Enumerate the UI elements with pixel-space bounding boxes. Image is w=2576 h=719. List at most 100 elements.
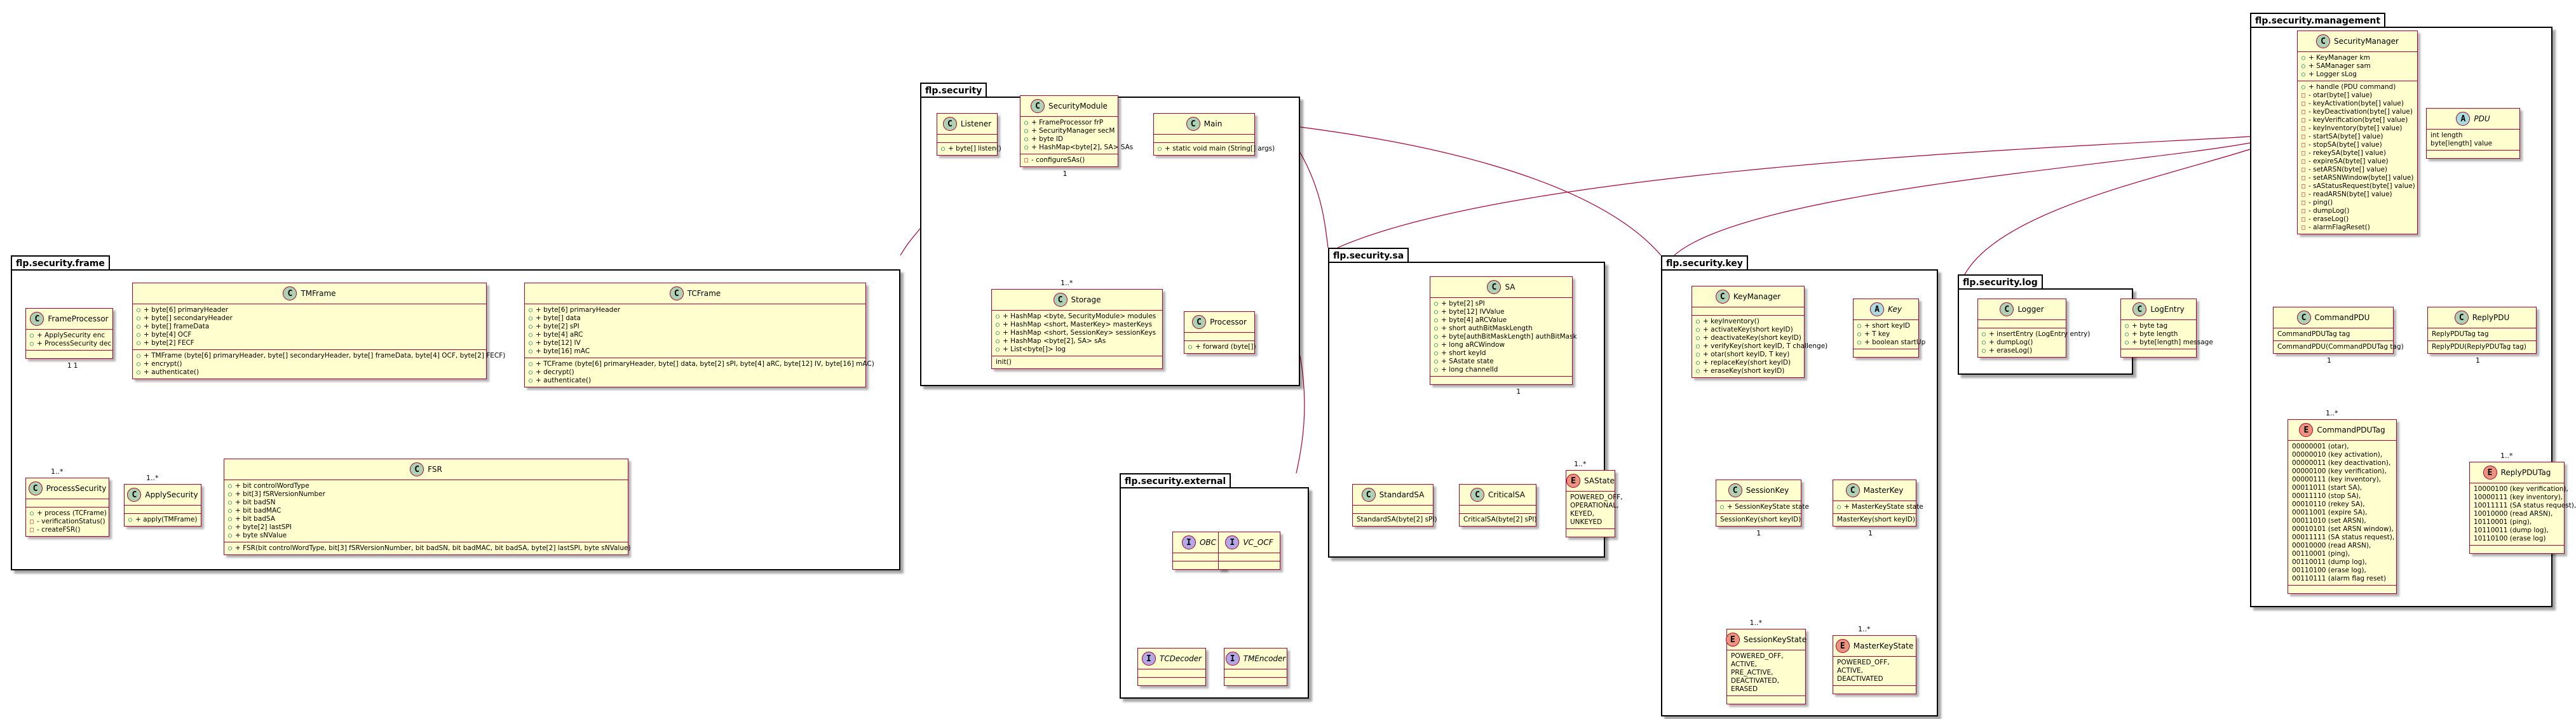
field-text: + HashMap <short, MasterKey> masterKeys bbox=[1003, 321, 1153, 328]
class-name: TCFrame bbox=[687, 289, 721, 298]
enum-value-text: 10000100 (key verification), bbox=[2474, 485, 2568, 493]
method-text: + deactivateKey(short keyID) bbox=[1703, 334, 1801, 342]
method-text: + insertEntry (LogEntry entry) bbox=[1989, 330, 2091, 338]
enum-value-text: 00011110 (stop SA), bbox=[2292, 492, 2361, 500]
field-section bbox=[125, 506, 201, 514]
interface-icon: I bbox=[1141, 652, 1156, 666]
method-section: ○+ TMFrame (byte[6] primaryHeader, byte[… bbox=[133, 350, 505, 379]
package-sa-title: flp.security.sa bbox=[1328, 248, 1409, 262]
method-section bbox=[1430, 377, 1572, 384]
method-text: - sAStatusRequest(byte[] value) bbox=[2308, 182, 2415, 190]
class-name: MasterKey bbox=[1863, 486, 1904, 495]
enum-value-text: PRE_ACTIVE, bbox=[1731, 669, 1773, 676]
field-section bbox=[1219, 553, 1280, 561]
visibility-icon: ○ bbox=[1024, 128, 1029, 135]
class-name: Key bbox=[1888, 305, 1902, 314]
method: CommandPDU(CommandPDUTag tag) bbox=[2277, 343, 2404, 351]
enum-value-text: 00000010 (key activation), bbox=[2292, 451, 2383, 459]
method: □- readARSN(byte[] value) bbox=[2301, 191, 2413, 199]
method: ○+ verifyKey(short keyID, T challenge) bbox=[1696, 342, 1827, 351]
method: □- eraseLog() bbox=[2301, 215, 2413, 224]
enum-value-text: KEYED, bbox=[1570, 510, 1594, 518]
enum-value-text: 00011111 (SA status request), bbox=[2292, 534, 2395, 541]
field: ○+ byte[16] mAC bbox=[529, 347, 862, 356]
enum-value: 10010000 (read ARSN), bbox=[2474, 510, 2560, 518]
field-text: + short keyId bbox=[1441, 349, 1486, 357]
visibility-icon: ○ bbox=[1434, 342, 1439, 349]
field: ○+ byte[2] lastSPI bbox=[228, 523, 624, 532]
visibility-icon: ○ bbox=[2301, 84, 2306, 91]
class-icon: C bbox=[1845, 483, 1860, 497]
class-name: SessionKeyState bbox=[1743, 635, 1807, 644]
method-section bbox=[2121, 349, 2196, 357]
visibility-icon: ○ bbox=[1720, 504, 1725, 511]
method-text: - keyDeactivation(byte[] value) bbox=[2308, 108, 2413, 116]
method: StandardSA(byte[2] sPI) bbox=[1357, 516, 1437, 524]
field-text: + byte[4] aRCValue bbox=[1441, 316, 1507, 324]
visibility-icon: ○ bbox=[1857, 323, 1862, 330]
visibility-icon: ○ bbox=[1434, 317, 1439, 324]
field-text: CommandPDUTag tag bbox=[2277, 330, 2350, 338]
visibility-icon: ○ bbox=[529, 348, 533, 355]
method-text: + decrypt() bbox=[536, 368, 574, 376]
visibility-icon: ○ bbox=[529, 369, 533, 376]
field: ○+ bit badSN bbox=[228, 499, 624, 507]
field: ○+ byte[] secondaryHeader bbox=[137, 314, 482, 323]
method-text: + process (TCFrame) bbox=[37, 509, 107, 517]
method-text: - keyActivation(byte[] value) bbox=[2308, 100, 2404, 107]
method-text: + forward (byte[]) bbox=[1195, 343, 1256, 351]
enum-value: 00011110 (stop SA), bbox=[2292, 492, 2392, 501]
visibility-icon: ○ bbox=[1696, 326, 1700, 333]
multiplicity-label: 1 bbox=[1062, 170, 1068, 178]
field: ○+ bit badSA bbox=[228, 515, 624, 523]
method: □- configureSAs() bbox=[1024, 156, 1114, 165]
method: MasterKey(short keyID) bbox=[1837, 516, 1915, 524]
visibility-icon: ○ bbox=[529, 377, 533, 384]
method: ○+ insertEntry (LogEntry entry) bbox=[1982, 330, 2090, 339]
enum-value: 00011001 (expire SA), bbox=[2292, 509, 2392, 517]
class-name: ReplyPDUTag bbox=[2500, 468, 2551, 477]
class-name: SessionKey bbox=[1746, 486, 1789, 495]
visibility-icon: □ bbox=[2301, 208, 2306, 215]
field: ○+ ApplySecurity enc bbox=[30, 332, 109, 340]
method: □- keyInventory(byte[] value) bbox=[2301, 124, 2413, 133]
